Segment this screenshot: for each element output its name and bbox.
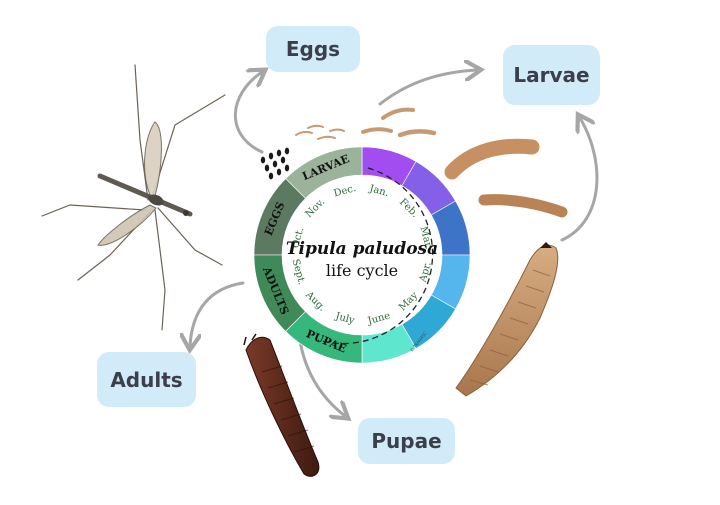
wheel-subtitle: life cycle	[326, 261, 398, 280]
eggs-label: Eggs	[266, 26, 360, 72]
wheel-center	[282, 175, 442, 335]
month-label-apr: Apr.	[418, 261, 434, 285]
arrow-pupae-to-adults	[190, 281, 245, 346]
medium-larvae	[444, 138, 568, 218]
adult-crane-fly-illustration	[41, 64, 226, 331]
pupa-illustration	[243, 333, 320, 477]
month-label-oct: Oct.	[290, 226, 306, 249]
wing-lower	[97, 204, 157, 246]
adults-label: Adults	[97, 352, 196, 407]
life-cycle-wheel: LARVAEEGGSADULTSPUPAEJan.Feb.Mar.Apr.May…	[253, 146, 471, 364]
month-label-july: July	[333, 311, 356, 327]
large-larva-illustration	[455, 242, 559, 397]
wing-upper	[144, 121, 162, 197]
arrow-adults-to-eggs	[233, 72, 262, 154]
larval-period-dashed-arc	[317, 167, 434, 345]
eggs-illustration	[260, 147, 290, 180]
pupae-label: Pupae	[358, 418, 455, 464]
stage-segment-eggs	[253, 178, 306, 256]
stage-segment-larvae	[285, 146, 363, 199]
stage-segment-pupae	[285, 311, 363, 364]
month-label-jan: Jan.	[367, 183, 390, 199]
arrow-eggs-to-larvae	[378, 70, 477, 106]
larvae-label: Larvae	[503, 45, 600, 105]
arrow-larvae-to-large-larva	[560, 118, 599, 242]
hatchling-larvae	[295, 107, 437, 140]
wheel-title: Tipula paludosa	[286, 239, 438, 259]
stage-segment-adults	[253, 254, 306, 332]
